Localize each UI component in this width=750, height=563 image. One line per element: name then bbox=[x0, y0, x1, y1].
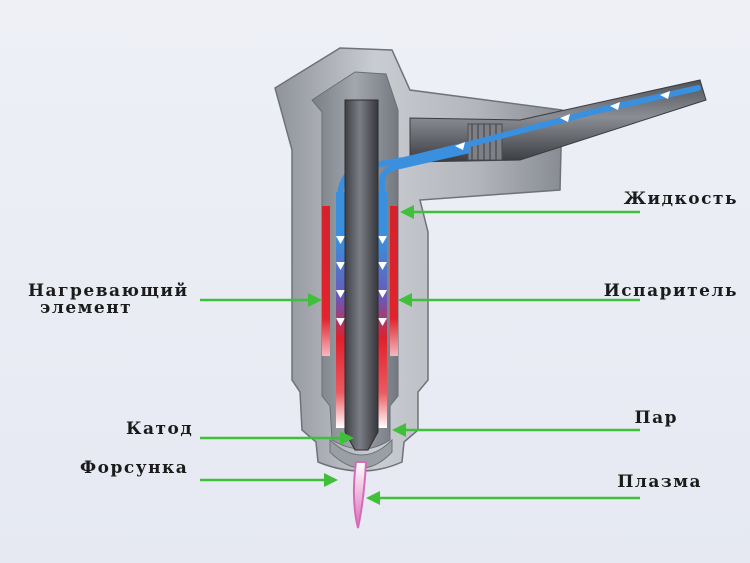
plasma-jet bbox=[352, 461, 368, 529]
label-heating-element: Нагревающий элемент bbox=[28, 283, 189, 317]
label-heating-element-line2: элемент bbox=[40, 298, 133, 318]
liquid-channel-right bbox=[378, 192, 387, 428]
heating-element-left bbox=[322, 206, 330, 356]
torch-housing bbox=[274, 47, 563, 472]
heating-element-right bbox=[390, 206, 398, 356]
label-liquid: Жидкость bbox=[623, 189, 738, 209]
label-plasma: Плазма bbox=[617, 472, 702, 492]
label-steam: Пар bbox=[634, 408, 678, 428]
label-evaporator: Испаритель bbox=[603, 281, 738, 301]
liquid-channel-left bbox=[336, 192, 345, 428]
cathode-rod bbox=[344, 99, 379, 451]
liquid-inlet-line-right bbox=[379, 147, 471, 200]
label-cathode: Катод bbox=[126, 419, 194, 439]
label-nozzle: Форсунка bbox=[80, 458, 189, 478]
nozzle-tip bbox=[329, 438, 393, 469]
label-heating-element-line1: Нагревающий bbox=[28, 281, 189, 301]
